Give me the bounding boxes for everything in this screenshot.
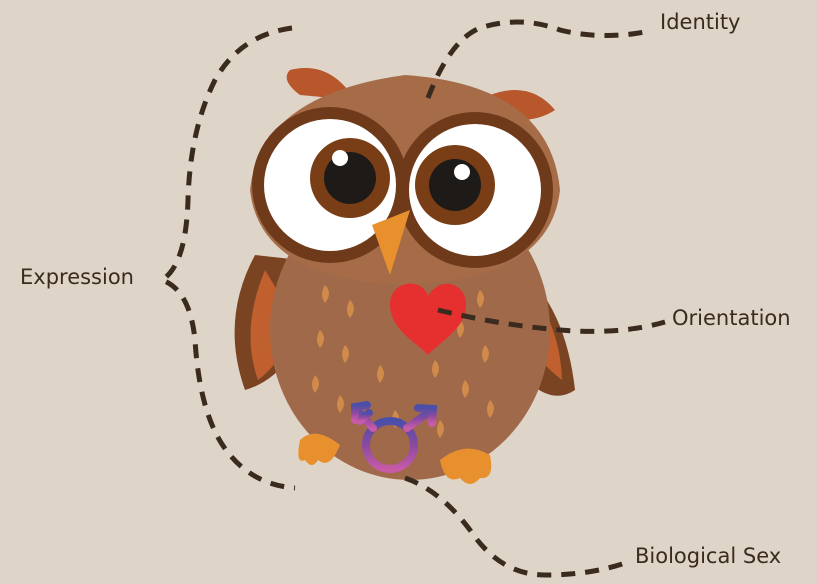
label-orientation: Orientation: [672, 306, 791, 330]
label-biological-sex: Biological Sex: [635, 544, 781, 568]
label-expression: Expression: [20, 265, 134, 289]
biological-sex-connector: [405, 478, 625, 575]
label-identity: Identity: [660, 10, 740, 34]
